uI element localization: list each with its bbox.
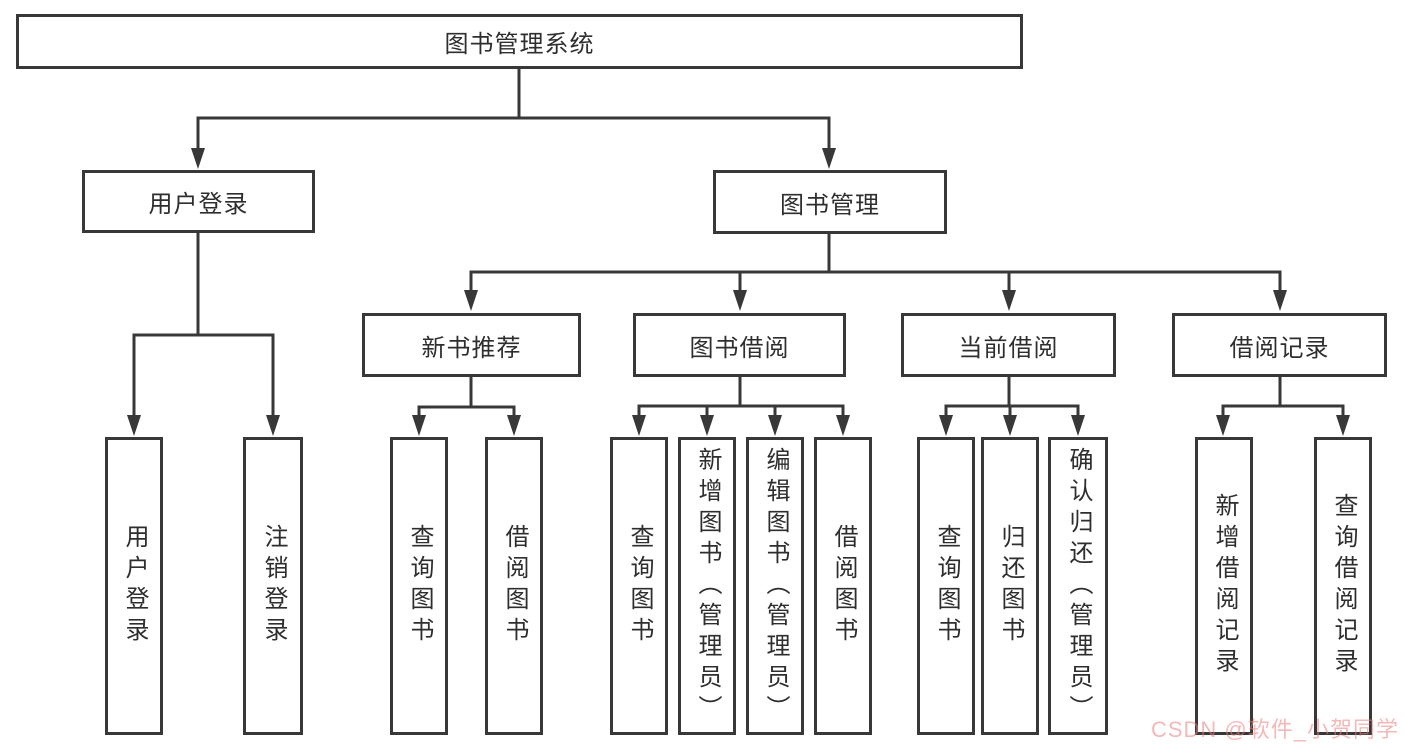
node-current-borrow-label: 当前借阅 (958, 334, 1059, 362)
leaf-logout-login-label: 注销登录 (260, 524, 287, 648)
leaf-edit-book-admin: 编辑图书（管理员） (746, 437, 804, 735)
node-user-login: 用户登录 (82, 170, 315, 233)
leaf-query-book-recommend: 查询图书 (390, 437, 448, 735)
leaf-query-book-current-label: 查询图书 (933, 524, 960, 648)
node-book-management: 图书管理 (713, 170, 947, 234)
arrowheads-borrowrecord-leaves (1216, 415, 1350, 436)
leaf-borrow-book-label: 借阅图书 (830, 524, 857, 648)
leaf-return-book-label: 归还图书 (997, 524, 1024, 648)
leaf-edit-book-admin-label: 编辑图书（管理员） (762, 446, 789, 726)
connector-bookborrow-to-leaves (637, 377, 845, 418)
node-current-borrow: 当前借阅 (901, 313, 1116, 377)
connector-borrowrecord-to-leaves (1221, 377, 1345, 418)
leaf-query-borrow-record: 查询借阅记录 (1314, 437, 1372, 735)
arrowheads-userlogin-leaves (127, 415, 280, 436)
leaf-query-book-recommend-label: 查询图书 (406, 524, 433, 648)
node-user-login-label: 用户登录 (148, 191, 249, 218)
arrowheads-bookborrow-leaves (632, 415, 850, 436)
connector-bookmgmt-to-level3 (469, 233, 1282, 293)
arrowheads-newrec-leaves (412, 415, 521, 436)
node-root-system: 图书管理系统 (16, 14, 1023, 69)
node-borrow-record-label: 借阅记录 (1229, 334, 1330, 362)
leaf-borrow-book-recommend: 借阅图书 (485, 437, 543, 735)
node-root-label: 图书管理系统 (444, 31, 595, 58)
arrowheads-level2 (191, 148, 836, 169)
connector-root-to-level2 (196, 69, 831, 150)
connector-currentborrow-to-leaves (944, 377, 1080, 418)
arrowheads-level3 (464, 290, 1287, 311)
leaf-add-borrow-record: 新增借阅记录 (1195, 437, 1253, 735)
node-new-book-recommend-label: 新书推荐 (421, 334, 522, 362)
node-book-borrow: 图书借阅 (633, 313, 846, 377)
leaf-query-book-borrow-label: 查询图书 (626, 524, 653, 648)
node-borrow-record: 借阅记录 (1172, 313, 1387, 377)
leaf-confirm-return-admin-label: 确认归还（管理员） (1065, 446, 1092, 726)
leaf-add-book-admin-label: 新增图书（管理员） (694, 446, 721, 726)
node-book-management-label: 图书管理 (780, 191, 880, 219)
connector-userlogin-to-leaves (132, 233, 275, 418)
connector-newrec-to-leaves (417, 377, 516, 418)
leaf-add-borrow-record-label: 新增借阅记录 (1211, 493, 1238, 679)
leaf-user-login-label: 用户登录 (121, 524, 148, 648)
leaf-confirm-return-admin: 确认归还（管理员） (1048, 437, 1108, 735)
leaf-add-book-admin: 新增图书（管理员） (678, 437, 736, 735)
arrowheads-currentborrow-leaves (939, 415, 1085, 436)
leaf-borrow-book: 借阅图书 (814, 437, 872, 735)
leaf-logout-login: 注销登录 (243, 437, 303, 735)
leaf-query-book-current: 查询图书 (917, 437, 975, 735)
leaf-return-book: 归还图书 (981, 437, 1039, 735)
leaf-query-book-borrow: 查询图书 (610, 437, 668, 735)
node-book-borrow-label: 图书借阅 (689, 334, 790, 362)
leaf-user-login: 用户登录 (105, 437, 163, 735)
node-new-book-recommend: 新书推荐 (362, 313, 581, 377)
leaf-query-borrow-record-label: 查询借阅记录 (1330, 493, 1357, 679)
leaf-borrow-book-recommend-label: 借阅图书 (501, 524, 528, 648)
